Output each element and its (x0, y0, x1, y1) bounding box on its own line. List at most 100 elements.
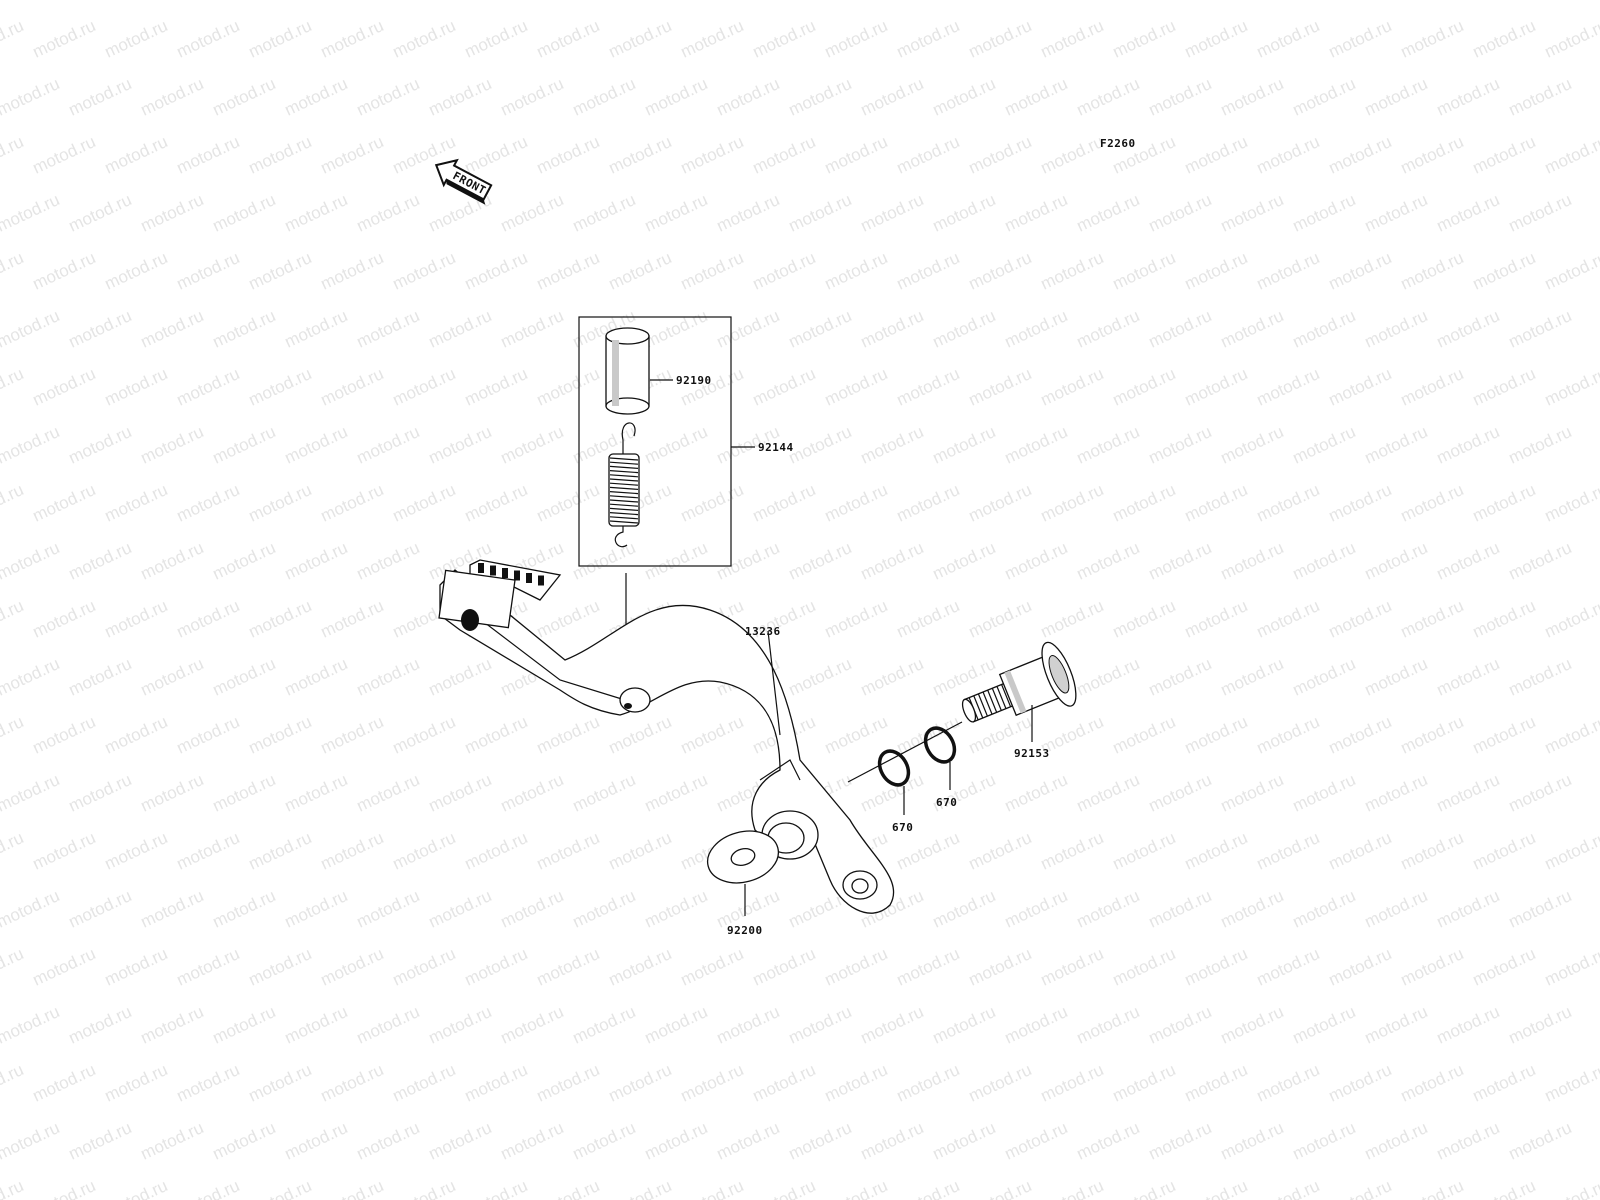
watermark-text: motod.ru (1074, 886, 1143, 932)
watermark-text: motod.ru (1002, 74, 1071, 120)
watermark-text: motod.ru (102, 248, 171, 294)
watermark-text: motod.ru (426, 886, 495, 932)
watermark-text: motod.ru (1074, 770, 1143, 816)
watermark-text: motod.ru (0, 422, 62, 468)
watermark-text: motod.ru (1038, 1060, 1107, 1106)
watermark-text: motod.ru (498, 190, 567, 236)
watermark-text: motod.ru (390, 16, 459, 62)
watermark-text: motod.ru (930, 74, 999, 120)
watermark-text: motod.ru (426, 654, 495, 700)
watermark-text: motod.ru (858, 1002, 927, 1048)
watermark-text: motod.ru (0, 596, 26, 642)
watermark-text: motod.ru (1326, 712, 1395, 758)
watermark-text: motod.ru (66, 770, 135, 816)
watermark-text: motod.ru (1218, 654, 1287, 700)
watermark-text: motod.ru (678, 16, 747, 62)
watermark-text: motod.ru (174, 712, 243, 758)
watermark-text: motod.ru (318, 1176, 387, 1200)
watermark-text: motod.ru (30, 16, 99, 62)
watermark-text: motod.ru (1218, 422, 1287, 468)
watermark-text: motod.ru (0, 712, 26, 758)
watermark-text: motod.ru (1542, 1176, 1600, 1200)
watermark-text: motod.ru (1434, 886, 1503, 932)
watermark-text: motod.ru (1038, 944, 1107, 990)
watermark-text: motod.ru (966, 1176, 1035, 1200)
watermark-text: motod.ru (462, 1060, 531, 1106)
watermark-text: motod.ru (354, 1002, 423, 1048)
watermark-text: motod.ru (390, 248, 459, 294)
watermark-text: motod.ru (966, 480, 1035, 526)
watermark-text: motod.ru (102, 828, 171, 874)
watermark-text: motod.ru (1434, 306, 1503, 352)
watermark-text: motod.ru (246, 364, 315, 410)
watermark-text: motod.ru (174, 248, 243, 294)
watermark-text: motod.ru (1398, 16, 1467, 62)
part-label-670-a: 670 (892, 821, 913, 834)
watermark-text: motod.ru (1506, 770, 1575, 816)
watermark-text: motod.ru (1110, 364, 1179, 410)
watermark-text: motod.ru (1362, 0, 1431, 4)
watermark-text: motod.ru (390, 364, 459, 410)
pivot-bolt-icon (961, 641, 1077, 723)
watermark-text: motod.ru (570, 538, 639, 584)
watermark-text: motod.ru (1326, 596, 1395, 642)
watermark-text: motod.ru (1002, 422, 1071, 468)
watermark-text: motod.ru (210, 886, 279, 932)
watermark-text: motod.ru (354, 422, 423, 468)
watermark-text: motod.ru (1146, 74, 1215, 120)
watermark-text: motod.ru (174, 1176, 243, 1200)
watermark-text: motod.ru (0, 132, 26, 178)
watermark-text: motod.ru (498, 306, 567, 352)
watermark-text: motod.ru (1074, 422, 1143, 468)
watermark-text: motod.ru (0, 16, 26, 62)
watermark-text: motod.ru (1218, 1118, 1287, 1164)
watermark-text: motod.ru (138, 654, 207, 700)
watermark-text: motod.ru (1254, 132, 1323, 178)
watermark-text: motod.ru (210, 1002, 279, 1048)
watermark-text: motod.ru (426, 0, 495, 4)
watermark-text: motod.ru (0, 190, 62, 236)
watermark-text: motod.ru (138, 1118, 207, 1164)
part-label-92144: 92144 (758, 441, 794, 454)
watermark-text: motod.ru (822, 16, 891, 62)
watermark-text: motod.ru (1002, 190, 1071, 236)
watermark-text: motod.ru (822, 944, 891, 990)
watermark-text: motod.ru (102, 1176, 171, 1200)
watermark-text: motod.ru (390, 1060, 459, 1106)
return-spring-icon (608, 422, 640, 548)
watermark-text: motod.ru (318, 480, 387, 526)
watermark-text: motod.ru (1542, 248, 1600, 294)
watermark-text: motod.ru (822, 596, 891, 642)
watermark-text: motod.ru (1182, 248, 1251, 294)
watermark-text: motod.ru (102, 480, 171, 526)
watermark-text: motod.ru (354, 190, 423, 236)
watermark-text: motod.ru (1290, 770, 1359, 816)
watermark-text: motod.ru (1362, 886, 1431, 932)
watermark-text: motod.ru (786, 1118, 855, 1164)
watermark-text: motod.ru (1182, 132, 1251, 178)
watermark-text: motod.ru (246, 1176, 315, 1200)
watermark-text: motod.ru (570, 74, 639, 120)
watermark-text: motod.ru (1290, 1002, 1359, 1048)
watermark-text: motod.ru (642, 190, 711, 236)
watermark-text: motod.ru (1542, 944, 1600, 990)
watermark-text: motod.ru (30, 828, 99, 874)
watermark-text: motod.ru (930, 306, 999, 352)
watermark-text: motod.ru (498, 886, 567, 932)
watermark-text: motod.ru (570, 190, 639, 236)
watermark-text: motod.ru (1002, 770, 1071, 816)
watermark-text: motod.ru (534, 712, 603, 758)
watermark-text: motod.ru (30, 596, 99, 642)
watermark-text: motod.ru (462, 828, 531, 874)
watermark-text: motod.ru (966, 828, 1035, 874)
watermark-text: motod.ru (1398, 364, 1467, 410)
watermark-text: motod.ru (1110, 1060, 1179, 1106)
watermark-text: motod.ru (678, 712, 747, 758)
watermark-text: motod.ru (282, 306, 351, 352)
watermark-text: motod.ru (174, 828, 243, 874)
watermark-text: motod.ru (1362, 538, 1431, 584)
watermark-text: motod.ru (1146, 1118, 1215, 1164)
watermark-text: motod.ru (642, 770, 711, 816)
watermark-text: motod.ru (0, 1118, 62, 1164)
